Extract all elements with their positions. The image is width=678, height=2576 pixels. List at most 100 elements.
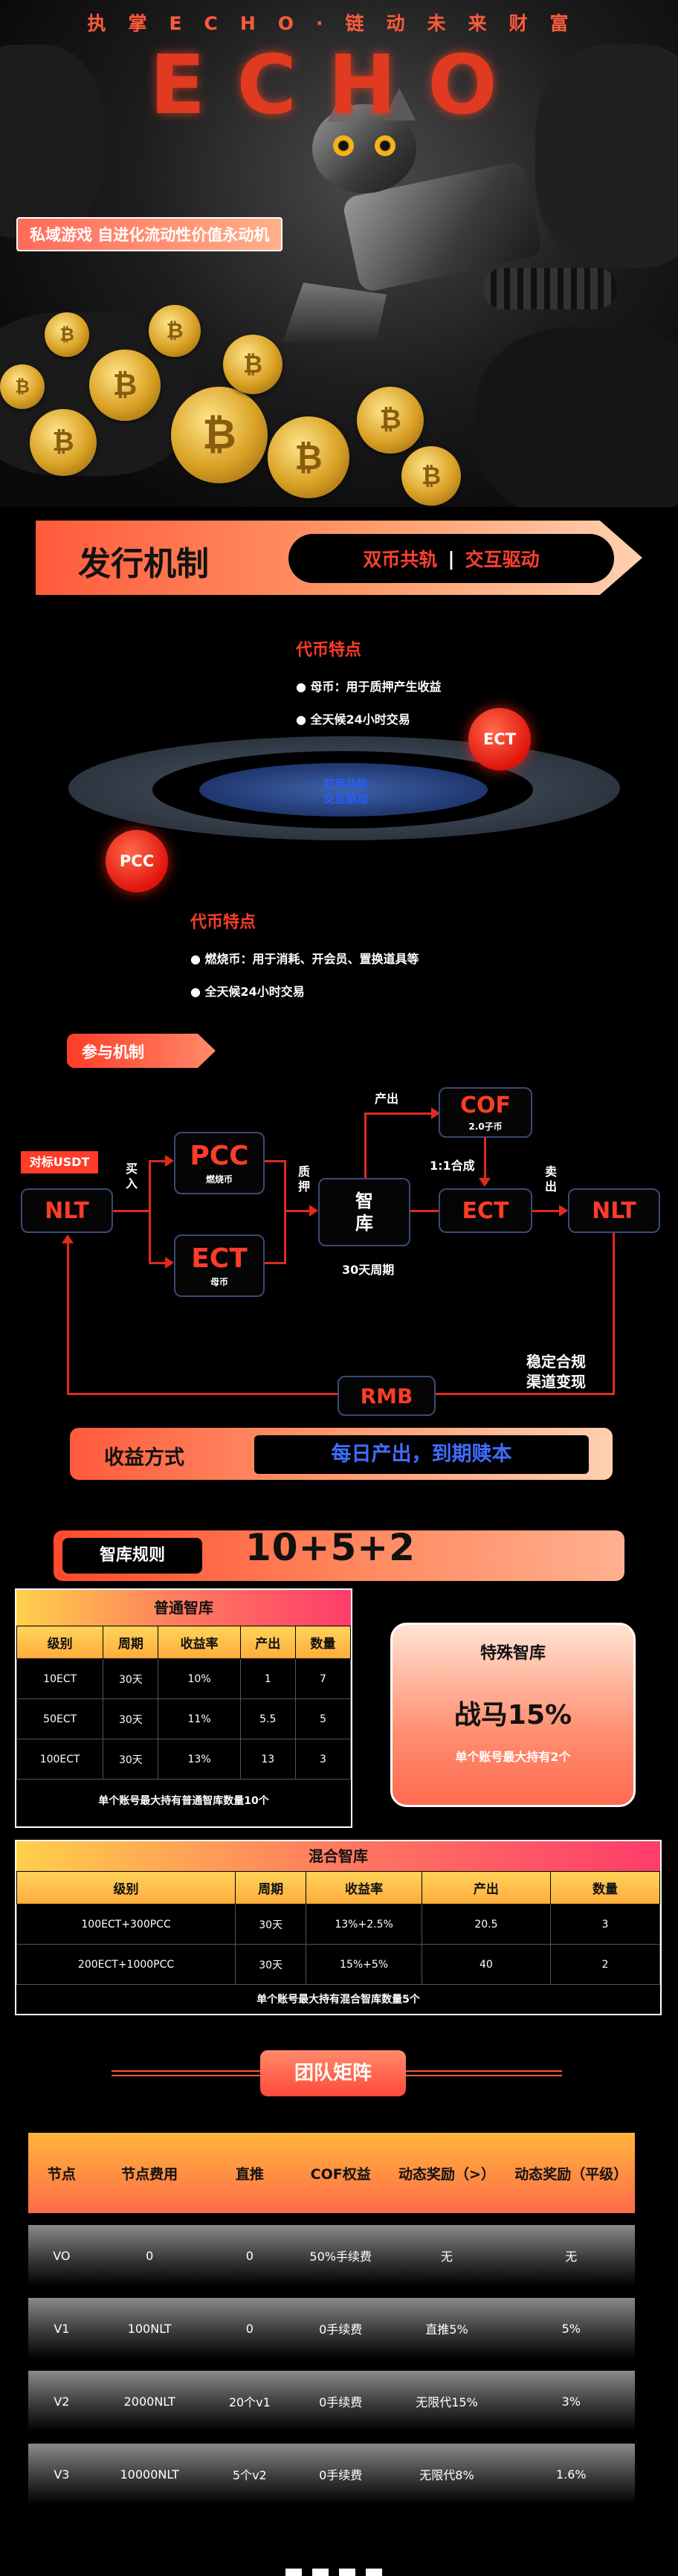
special-vault-note: 单个账号最大持有2个 (455, 1750, 571, 1764)
features-bottom-title: 代币特点 (190, 913, 256, 932)
table-cell: V1 (28, 2298, 95, 2359)
table-cell: 100ECT (16, 1739, 104, 1780)
connector-line (484, 1138, 486, 1179)
cof-node-text: COF (459, 1092, 511, 1118)
connector-line (113, 1210, 150, 1212)
bitcoin-coin-icon: ₿ (357, 387, 424, 454)
features-top-item-text: 母币：用于质押产生收益 (310, 680, 442, 694)
table-cell: 0手续费 (295, 2298, 387, 2359)
pcc-token-ball: PCC (106, 830, 168, 892)
ect-node-text: ECT (191, 1243, 248, 1274)
orbit-label-line: 双币共轨 (323, 777, 368, 790)
mixed-vault-title: 混合智库 (16, 1841, 660, 1871)
table-cell: 0手续费 (295, 2444, 387, 2505)
pill-separator: | (448, 547, 455, 570)
hero-banner: ₿ ₿ ₿ ₿ ₿ ₿ ₿ ₿ ₿ ₿ (0, 0, 678, 507)
table-row: VO 0 0 50%手续费 无 无 (28, 2225, 635, 2286)
table-cell: 15%+5% (306, 1944, 422, 1985)
table-row: V3 10000NLT 5个v2 0手续费 无限代8% 1.6% (28, 2444, 635, 2505)
table-row: 200ECT+1000PCC 30天 15%+5% 40 2 (16, 1944, 661, 1985)
column-header: 节点费用 (94, 2133, 204, 2213)
row-spacer-cell (28, 2286, 635, 2298)
normal-vault-table: 普通智库 级别 周期 收益率 产出 数量 10ECT 30天 10% 1 7 5… (15, 1588, 352, 1828)
table-cell: 13 (239, 1739, 296, 1780)
vault-node-text: 智库 (355, 1191, 373, 1234)
ect-right-text: ECT (462, 1197, 509, 1224)
cof-node-sub: 2.0子币 (468, 1121, 503, 1132)
connector-line (364, 1112, 367, 1178)
rmb-node-text: RMB (360, 1383, 413, 1408)
table-cell: V3 (28, 2444, 95, 2505)
team-matrix-title: 团队矩阵 (260, 2050, 406, 2096)
table-cell: 2000NLT (94, 2371, 204, 2432)
vault-node: 智库 (318, 1178, 410, 1246)
table-cell: V2 (28, 2371, 95, 2432)
features-bottom-item: ● 燃烧币：用于消耗、开会员、置换道具等 (190, 952, 419, 966)
table-cell: 7 (294, 1658, 352, 1699)
table-cell: 1.6% (507, 2444, 635, 2505)
table-cell: 3 (549, 1904, 661, 1945)
column-header: 节点 (28, 2133, 95, 2213)
features-bottom-item-text: 全天候24小时交易 (204, 985, 305, 999)
connector-line (532, 1210, 562, 1212)
buy-label: 买入 (125, 1162, 138, 1191)
column-header: 收益率 (306, 1871, 422, 1904)
connector-line (67, 1393, 338, 1395)
robot-cat-ear (327, 89, 360, 122)
table-row: V1 100NLT 0 0手续费 直推5% 5% (28, 2298, 635, 2359)
table-cell: 30天 (235, 1904, 307, 1945)
table-cell: 13% (158, 1739, 241, 1780)
row-spacer-cell (28, 2359, 635, 2371)
pill-right-text: 交互驱动 (465, 549, 540, 570)
row-spacer (28, 2286, 635, 2298)
table-header-row: 级别 周期 收益率 产出 数量 (16, 1871, 661, 1904)
connector-line (149, 1160, 151, 1264)
bitcoin-coin-icon: ₿ (149, 305, 201, 357)
features-top-item: ● 全天候24小时交易 (296, 712, 410, 727)
table-cell: 5 (294, 1698, 352, 1739)
table-cell: 0 (94, 2225, 204, 2286)
compliance-label-1: 稳定合规 (526, 1353, 586, 1371)
table-row: V2 2000NLT 20个v1 0手续费 无限代15% 3% (28, 2371, 635, 2432)
column-header: COF权益 (295, 2133, 387, 2213)
rock-shape (0, 45, 104, 238)
bitcoin-coin-icon: ₿ (45, 312, 89, 357)
special-vault-title: 特殊智库 (480, 1644, 546, 1663)
rock-shape (535, 45, 678, 268)
table-cell: 13%+2.5% (306, 1904, 422, 1945)
compliance-label-2: 渠道变现 (526, 1373, 586, 1391)
table-cell: 10000NLT (94, 2444, 204, 2505)
rmb-node: RMB (338, 1376, 436, 1416)
normal-vault-footer: 单个账号最大持有普通智库数量10个 (98, 1795, 269, 1807)
connector-line (149, 1160, 170, 1162)
table-row: 100ECT+300PCC 30天 13%+2.5% 20.5 3 (16, 1904, 661, 1945)
orbit-center-label: 双币共轨 交互驱动 (290, 776, 401, 806)
table-cell: 30天 (235, 1944, 307, 1985)
team-divider-right (406, 2070, 562, 2076)
table-row: 50ECT 30天 11% 5.5 5 (16, 1698, 352, 1739)
bitcoin-coin-icon: ₿ (0, 364, 45, 409)
connector-line (265, 1160, 285, 1162)
page-indicator-dot (285, 2569, 302, 2576)
nlt-left-text: NLT (45, 1197, 89, 1224)
column-header: 数量 (549, 1871, 661, 1904)
features-top-item-text: 全天候24小时交易 (310, 712, 410, 727)
row-spacer-cell (28, 2432, 635, 2444)
table-cell: 5.5 (239, 1698, 296, 1739)
page-indicator-dot (339, 2569, 355, 2576)
table-cell: 无 (507, 2225, 635, 2286)
table-cell: 3 (294, 1739, 352, 1780)
robot-cat-ear (383, 88, 416, 120)
table-cell: 100ECT+300PCC (16, 1904, 236, 1945)
row-spacer (28, 2432, 635, 2444)
arrow-right-icon (165, 1257, 174, 1269)
connector-line (149, 1262, 170, 1264)
robot-shovel (282, 283, 387, 342)
connector-line (265, 1262, 285, 1264)
column-header: 级别 (16, 1626, 104, 1659)
table-row: 10ECT 30天 10% 1 7 (16, 1658, 352, 1699)
orbit-inner-ring (199, 763, 488, 817)
connector-line (436, 1393, 615, 1395)
table-cell: 无限代8% (386, 2444, 508, 2505)
table-header-row: 节点 节点费用 直推 COF权益 动态奖励（>） 动态奖励（平级） (28, 2133, 635, 2213)
